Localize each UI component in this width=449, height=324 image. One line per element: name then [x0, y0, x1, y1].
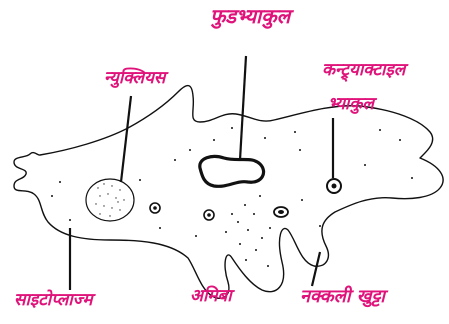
label-contractile-vacuole-line2: भ्याकुल	[328, 96, 374, 113]
food-vacuole	[200, 156, 264, 186]
contractile-vacuole-center	[332, 184, 337, 189]
small-vacuole-3-center	[278, 210, 284, 214]
label-pseudopodium: नक्कली खुट्टा	[300, 288, 385, 306]
label-contractile-vacuole-line1: कन्ट्र्याक्टाइल	[322, 62, 405, 79]
amoeba-outline	[14, 86, 443, 299]
small-vacuole-2-center	[207, 213, 211, 217]
label-amoeba: अमिबा	[190, 288, 232, 305]
label-food-vacuole: फुडभ्याकुल	[210, 6, 290, 26]
nucleus	[86, 179, 134, 221]
label-nucleus: न्युक्लियस	[104, 70, 165, 87]
small-vacuole-1-center	[153, 206, 157, 210]
label-cytoplasm: साइटोप्लाज्म	[14, 292, 93, 309]
